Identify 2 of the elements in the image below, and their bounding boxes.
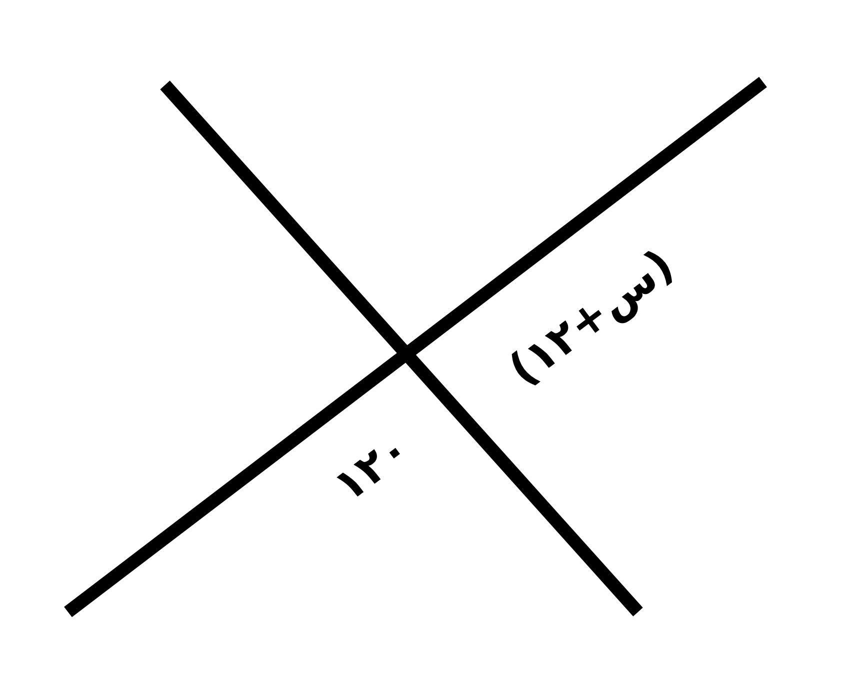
angle-label: ١٢٠ — [326, 426, 418, 510]
angle-label: (س+١٢) — [502, 242, 682, 394]
